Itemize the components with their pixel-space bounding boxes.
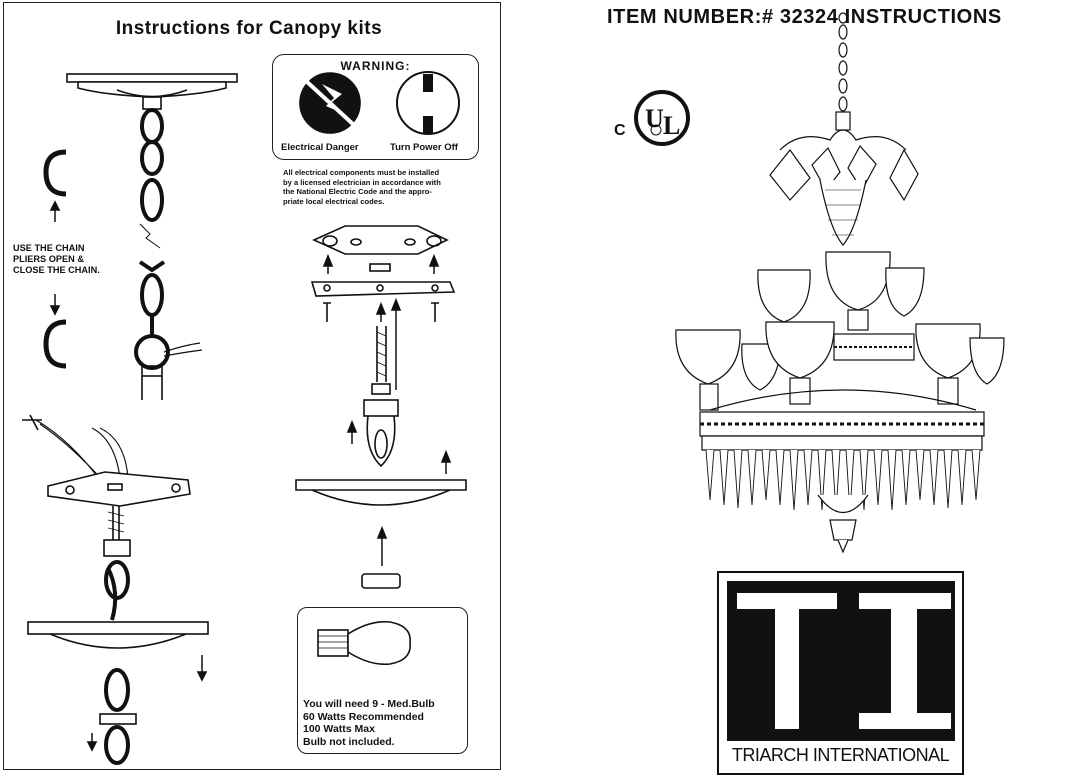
- chain-pliers-note: USE THE CHAIN PLIERS OPEN & CLOSE THE CH…: [13, 243, 133, 276]
- c-ul-listed-logo: C U L: [614, 90, 690, 146]
- wiring-illustration: [22, 414, 209, 765]
- electrical-danger-label: Electrical Danger: [281, 142, 359, 153]
- instructions-panel: [3, 2, 501, 770]
- ti-monogram: [727, 581, 955, 741]
- bulb-line: 100 Watts Max: [303, 723, 375, 735]
- chain-note-line: PLIERS OPEN &: [13, 254, 84, 264]
- brand-name: TRIARCH INTERNATIONAL: [731, 745, 950, 765]
- svg-text:C: C: [614, 122, 626, 139]
- item-number-header: ITEM NUMBER:# 32324 INSTRUCTIONS: [607, 6, 1002, 28]
- warning-note-line: by a licensed electrician in accordance …: [283, 177, 441, 187]
- chain-note-line: USE THE CHAIN: [13, 243, 85, 253]
- bulb-requirements-box: You will need 9 - Med.Bulb 60 Watts Reco…: [297, 607, 468, 754]
- bulb-line: 60 Watts Recommended: [303, 710, 424, 723]
- warning-title: WARNING:: [340, 59, 411, 73]
- warning-note-line: All electrical components must be instal…: [283, 168, 440, 177]
- chain-note-line: CLOSE THE CHAIN.: [13, 265, 100, 275]
- bulb-illustration: [317, 620, 411, 666]
- page-title: Instructions for Canopy kits: [115, 18, 383, 39]
- warning-note-line: priate local electrical codes.: [283, 196, 385, 206]
- brand-logo: TRIARCH INTERNATIONAL: [717, 571, 964, 775]
- electrical-danger-icon: [299, 72, 361, 134]
- warning-note: All electrical components must be instal…: [283, 168, 483, 206]
- warning-note-line: the National Electric Code and the appro…: [283, 187, 432, 196]
- crossbar-illustration: [295, 225, 467, 589]
- power-off-label: Turn Power Off: [390, 142, 458, 153]
- bulb-text: You will need 9 - Med.Bulb 60 Watts Reco…: [303, 698, 435, 748]
- bulb-line: Bulb not included.: [303, 735, 395, 748]
- warning-box: WARNING:: [272, 54, 479, 160]
- canopy-illustration: [66, 73, 238, 400]
- bulb-line: You will need 9 - Med.Bulb: [303, 698, 435, 710]
- power-off-icon: [396, 71, 460, 135]
- chandelier-illustration: [675, 12, 1005, 554]
- svg-text:L: L: [663, 111, 680, 140]
